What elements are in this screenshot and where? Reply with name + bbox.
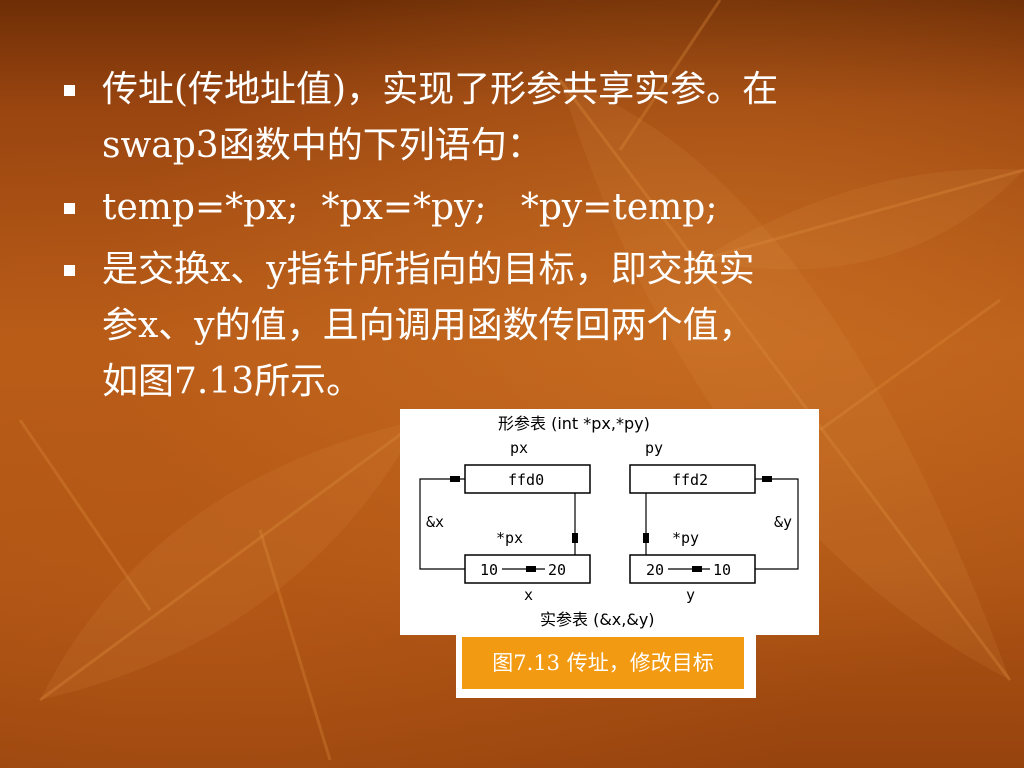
- bullet-marker: [64, 203, 75, 214]
- addr-y-arrow: [755, 478, 799, 570]
- deref-py-label: *py: [672, 529, 699, 547]
- y-swap-arrowhead: [692, 566, 702, 572]
- py-label: py: [645, 439, 663, 457]
- bullet-text-line: 传址(传地址值)，实现了形参共享实参。在: [102, 69, 779, 110]
- deref-px-label: *px: [496, 529, 523, 547]
- bullet-item: temp=*px; *px=*py; *py=temp;: [60, 180, 960, 236]
- bullet-marker: [64, 85, 75, 96]
- px-deref-arrowhead: [572, 533, 578, 543]
- pointer-swap-diagram: 形参表 (int *px,*py) px py ffd0 ffd2 *px *p…: [400, 409, 819, 635]
- figure-caption-text: 图7.13 传址，修改目标: [492, 651, 714, 675]
- y-old-value: 20: [646, 561, 664, 579]
- bullet-marker: [64, 265, 75, 276]
- bullet-item: 传址(传地址值)，实现了形参共享实参。在 swap3函数中的下列语句：: [60, 62, 960, 174]
- bullet-text-line: swap3函数中的下列语句：: [102, 125, 543, 166]
- py-box: [629, 464, 756, 494]
- addr-x-arrowhead: [450, 476, 460, 482]
- py-value: ffd2: [672, 471, 708, 489]
- y-label: y: [686, 586, 695, 604]
- actual-params-title: 实参表 (&x,&y): [540, 610, 655, 629]
- diagram-svg: 形参表 (int *px,*py) px py ffd0 ffd2 *px *p…: [419, 414, 799, 629]
- formal-params-title: 形参表 (int *px,*py): [498, 414, 650, 433]
- addr-y-label: &y: [774, 513, 792, 531]
- addr-x-arrow: [419, 478, 465, 570]
- bullet-list: 传址(传地址值)，实现了形参共享实参。在 swap3函数中的下列语句： temp…: [60, 62, 960, 416]
- x-swap-arrowhead: [526, 566, 536, 572]
- figure-caption: 图7.13 传址，修改目标: [462, 637, 744, 689]
- addr-x-label: &x: [426, 513, 444, 531]
- px-box: [464, 464, 591, 494]
- py-deref-arrowhead: [643, 533, 649, 543]
- bullet-text-line: 参x、y的值，且向调用函数传回两个值，: [102, 305, 755, 346]
- bullet-text-line: 如图7.13所示。: [102, 361, 363, 402]
- bullet-text-line: temp=*px; *px=*py; *py=temp;: [102, 187, 718, 228]
- y-new-value: 10: [713, 561, 731, 579]
- bullet-item: 是交换x、y指针所指向的目标，即交换实 参x、y的值，且向调用函数传回两个值， …: [60, 242, 960, 410]
- x-new-value: 20: [548, 561, 566, 579]
- bullet-text-line: 是交换x、y指针所指向的目标，即交换实: [102, 249, 755, 290]
- px-value: ffd0: [508, 471, 544, 489]
- px-label: px: [510, 439, 528, 457]
- x-old-value: 10: [480, 561, 498, 579]
- x-label: x: [524, 586, 533, 604]
- addr-y-arrowhead: [762, 476, 772, 482]
